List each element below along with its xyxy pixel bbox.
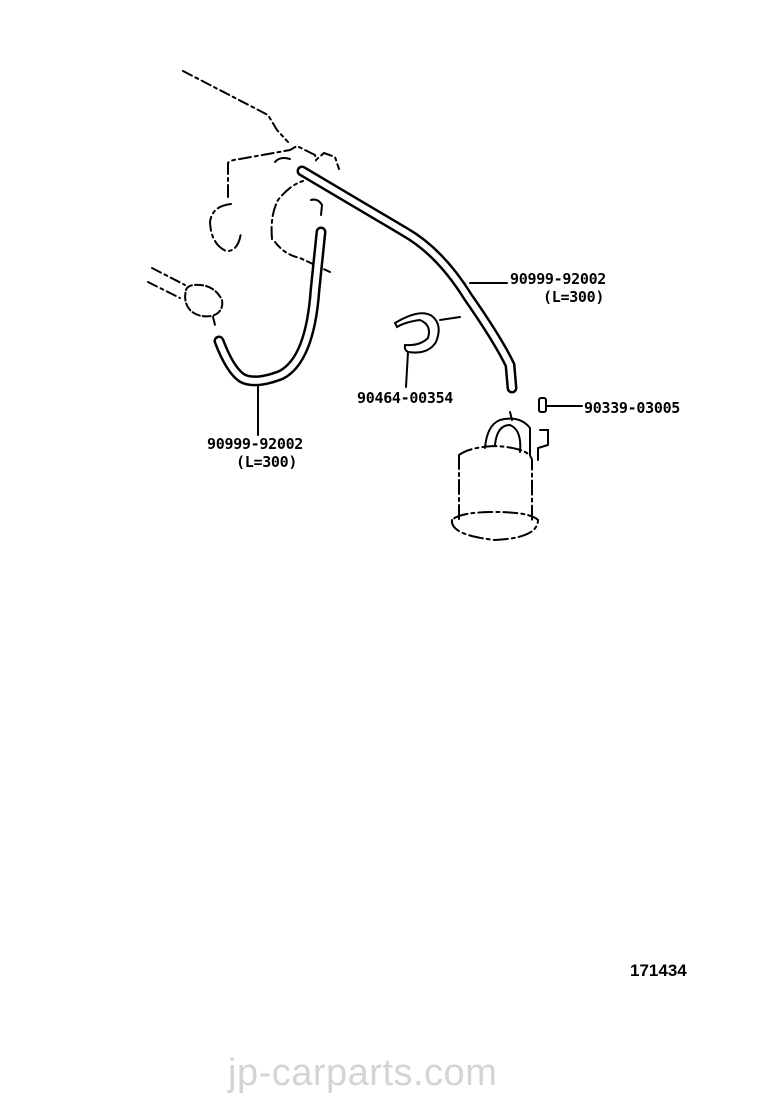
part-note-lower-hose: (L=300) <box>236 453 298 471</box>
left-pipe-line <box>147 267 186 299</box>
throttle-body <box>227 144 340 240</box>
lower-hose <box>213 226 327 387</box>
watermark: jp-carparts.com <box>228 1052 498 1094</box>
part-number-plug[interactable]: 90339-03005 <box>584 399 681 417</box>
part-number-lower-hose[interactable]: 90999-92002 <box>207 435 304 453</box>
throttle-arc <box>208 203 242 253</box>
figure-number: 171434 <box>630 961 687 980</box>
plug <box>538 397 547 413</box>
part-number-upper-hose[interactable]: 90999-92002 <box>510 270 607 288</box>
vacuum-fitting <box>184 283 224 326</box>
part-note-upper-hose: (L=300) <box>543 288 605 306</box>
part-number-clamp[interactable]: 90464-00354 <box>357 389 454 407</box>
body-outline-line <box>182 70 289 143</box>
charcoal-canister <box>450 444 540 542</box>
clamp <box>393 312 461 354</box>
leader-line-clamp <box>405 351 409 388</box>
